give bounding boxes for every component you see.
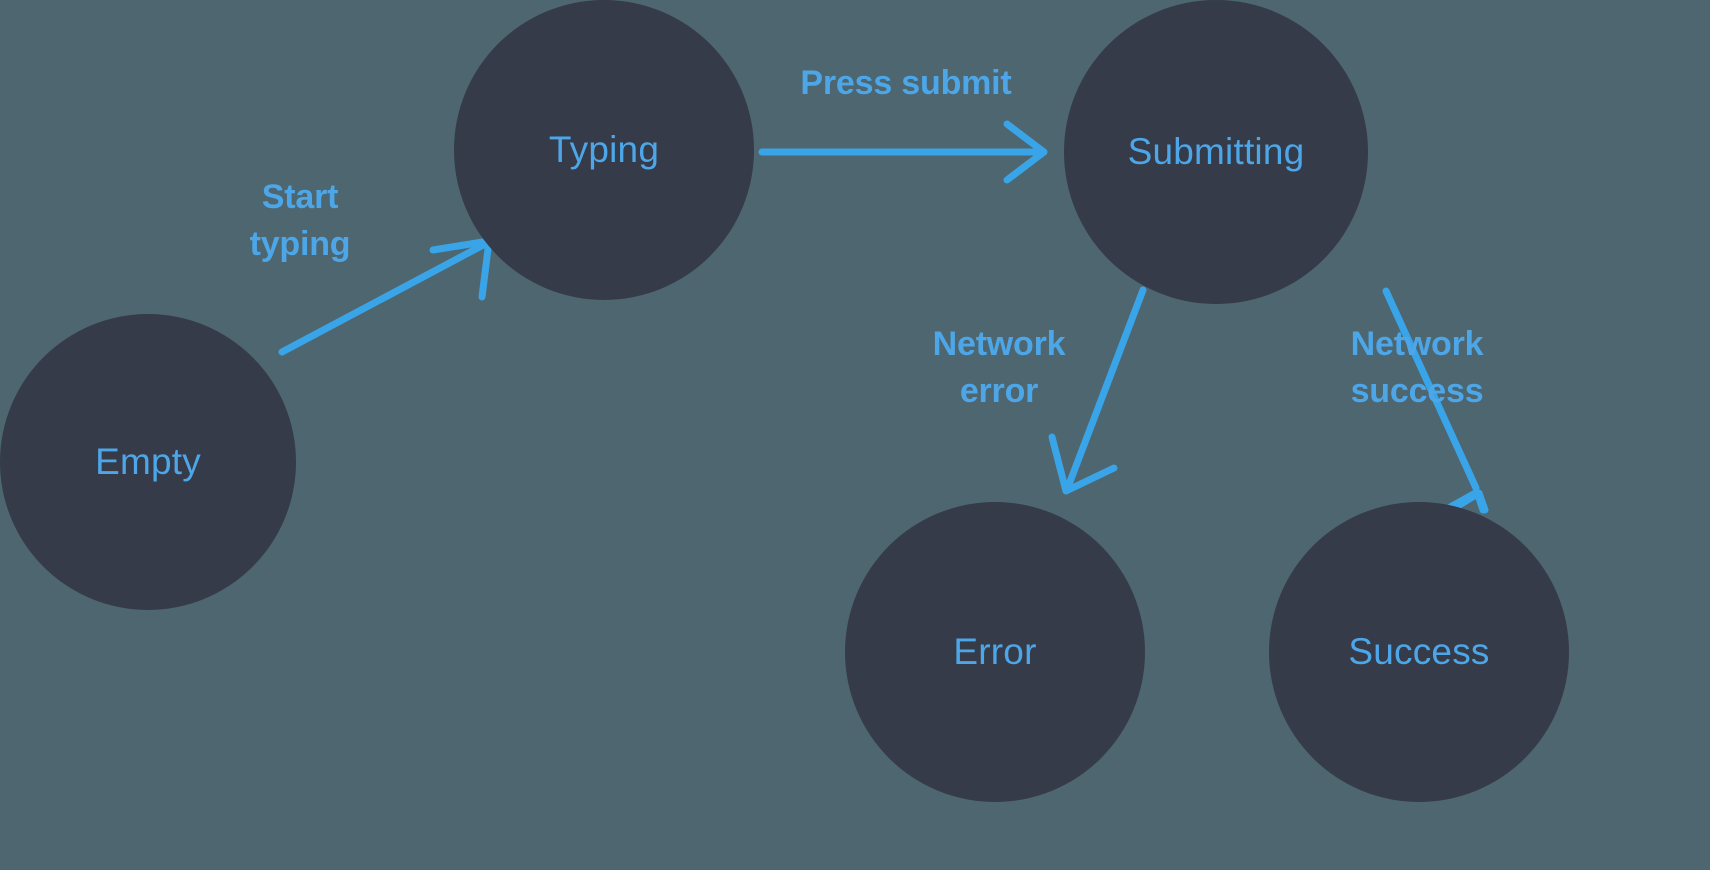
arrowhead-typing-to-submitting [1003,120,1048,184]
edge-label-network-error-line1: Network [933,325,1066,363]
edge-label-submitting-to-error: Network error [933,325,1066,410]
node-typing-circle[interactable] [454,0,754,300]
edge-label-empty-to-typing: Start typing [250,178,351,263]
edge-label-start-typing-line2: typing [250,225,351,263]
node-success[interactable]: Success [1269,502,1569,802]
arrowhead-submitting-to-success-v [1441,488,1488,514]
node-success-label: Success [1348,631,1489,672]
node-typing-label: Typing [549,129,659,170]
node-empty-circle[interactable] [0,314,296,610]
node-submitting[interactable]: Submitting [1064,0,1368,304]
node-success-circle[interactable] [1269,502,1569,802]
edge-submitting-to-error [1048,286,1147,495]
edge-label-network-success-line1: Network [1351,325,1484,363]
edge-submitting-to-success [1382,287,1489,516]
edge-label-typing-to-submitting: Press submit [800,64,1011,102]
edge-label-network-success-line2: success [1351,372,1484,410]
edge-label-network-error-line2: error [960,372,1038,410]
edge-label-start-typing-line1: Start [262,178,338,216]
edge-line-submitting-to-success [1382,287,1480,492]
edge-typing-to-submitting [758,120,1048,184]
arrowhead-submitting-to-error [1048,433,1118,495]
node-error[interactable]: Error [845,502,1145,802]
node-error-label: Error [953,631,1036,672]
edge-line-empty-to-typing [278,239,491,356]
node-empty-label: Empty [95,441,201,482]
node-error-circle[interactable] [845,502,1145,802]
node-submitting-label: Submitting [1128,131,1305,172]
edge-line-submitting-to-error [1064,286,1147,491]
node-submitting-circle[interactable] [1064,0,1368,304]
node-empty[interactable]: Empty [0,314,296,610]
edge-label-press-submit-line1: Press submit [800,64,1011,102]
edge-label-submitting-to-success: Network success [1351,325,1484,410]
node-typing[interactable]: Typing [454,0,754,300]
